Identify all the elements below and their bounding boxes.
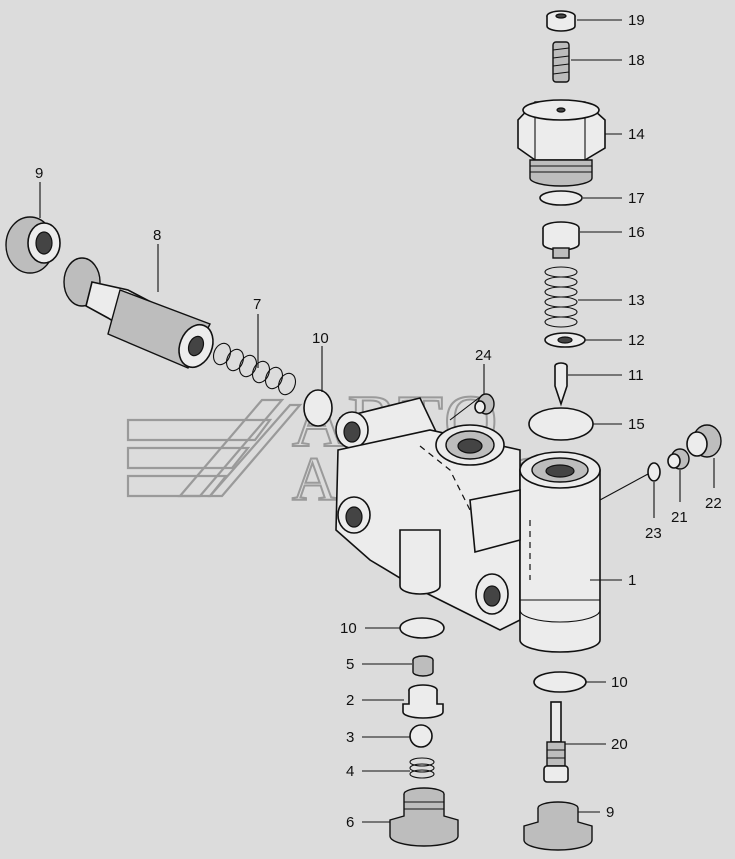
callout-15: 15 [628,416,645,433]
part-10-middle-gasket [399,617,445,639]
callout-1: 1 [628,572,636,589]
callout-7: 7 [253,296,261,313]
callout-19: 19 [628,12,645,29]
part-17-o-ring [539,190,583,206]
leader-lines [39,19,715,823]
callout-21: 21 [671,509,688,526]
callout-23: 23 [645,525,662,542]
part-21-fitting [667,448,690,470]
part-18-set-screw [552,41,570,83]
callout-16: 16 [628,224,645,241]
part-11-needle-valve [554,362,568,407]
part-12-washer [544,332,586,348]
callout-10-bottom: 10 [611,674,628,691]
part-23-o-ring [647,462,661,482]
part-19-cap-nut [546,10,576,32]
part-14-hex-cap [517,99,606,187]
part-5-small-cap [412,655,434,677]
callout-11: 11 [628,367,644,384]
part-20-stem [543,701,569,783]
callout-10-top: 10 [312,330,329,347]
part-24-screw [474,393,495,415]
watermark-emblem-icon [126,398,303,498]
part-8-plunger [63,257,214,369]
part-10-bottom-gasket [533,671,587,693]
callout-13: 13 [628,292,645,309]
callout-6: 6 [346,814,354,831]
part-10-top-o-ring [303,389,333,427]
part-4-spring [409,757,435,779]
part-6-bottom-plug [389,787,459,847]
part-7-spring [212,342,297,396]
callout-20: 20 [611,736,628,753]
callout-24: 24 [475,347,492,364]
callout-4: 4 [346,763,354,780]
part-16-valve-cap [542,221,580,259]
callout-14: 14 [628,126,645,143]
part-9-bottom-plug [523,801,593,851]
part-15-gasket [528,407,594,441]
callout-3: 3 [346,729,354,746]
callout-2: 2 [346,692,354,709]
callout-22: 22 [705,495,722,512]
part-3-ball [409,724,433,748]
part-9-left-plug [5,216,61,274]
callout-9-left: 9 [35,165,43,182]
part-2-seat [402,684,444,719]
part-22-plug [686,424,722,458]
callout-labels: 19 18 14 17 16 13 12 11 15 22 21 23 1 10… [35,12,722,831]
callout-5: 5 [346,656,354,673]
part-1-valve-body [335,397,601,653]
callout-17: 17 [628,190,645,207]
callout-18: 18 [628,52,645,69]
part-13-spring [544,266,578,328]
callout-8: 8 [153,227,161,244]
callout-9-bottom: 9 [606,804,614,821]
callout-10-middle: 10 [340,620,357,637]
callout-12: 12 [628,332,645,349]
